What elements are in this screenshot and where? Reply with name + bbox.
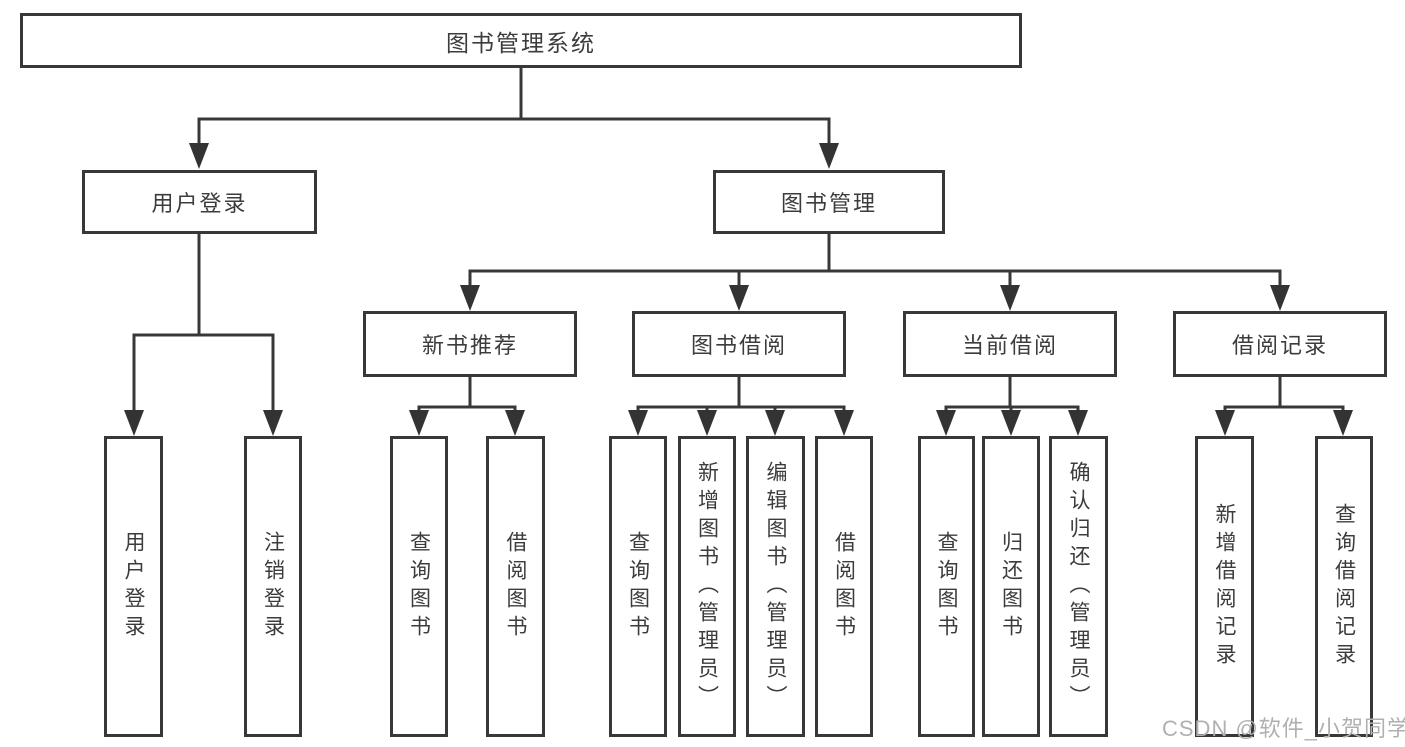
node-book-borrowing: 图书借阅 — [632, 311, 846, 377]
arrow-icon — [1270, 285, 1290, 311]
arrow-icon — [1215, 410, 1235, 436]
arrow-icon — [189, 143, 209, 169]
leaf-logout: 注销登录 — [244, 436, 302, 737]
leaf-label: 用户登录 — [122, 530, 145, 643]
leaf-label: 查询图书 — [935, 530, 958, 643]
leaf-add-books-admin: 新增图书（管理员） — [678, 436, 736, 737]
leaf-label: 新增借阅记录 — [1213, 502, 1236, 671]
arrow-icon — [1000, 285, 1020, 311]
leaf-label: 新增图书（管理员） — [695, 460, 719, 713]
arrow-icon — [460, 285, 480, 311]
arrow-icon — [729, 285, 749, 311]
connector-userlogin-rail — [132, 333, 275, 418]
leaf-confirm-return-admin: 确认归还（管理员） — [1049, 436, 1108, 737]
arrow-icon — [1068, 410, 1088, 436]
connector-bookborrow-rail — [636, 405, 846, 418]
arrow-icon — [263, 410, 283, 436]
leaf-label: 编辑图书（管理员） — [764, 460, 787, 713]
arrowheads — [124, 143, 1353, 436]
leaf-user-login: 用户登录 — [104, 436, 163, 737]
arrow-icon — [834, 410, 854, 436]
leaf-label: 查询借阅记录 — [1332, 502, 1356, 671]
leaf-query-books-current: 查询图书 — [918, 436, 975, 737]
leaf-label: 确认归还（管理员） — [1067, 460, 1090, 713]
arrow-icon — [697, 410, 717, 436]
node-library-management-system: 图书管理系统 — [20, 13, 1022, 68]
arrow-icon — [819, 143, 839, 169]
arrow-icon — [628, 410, 648, 436]
node-current-borrowing: 当前借阅 — [903, 311, 1117, 377]
csdn-watermark: CSDN @软件_小贺同学 — [1162, 716, 1405, 741]
leaf-add-borrow-record: 新增借阅记录 — [1195, 436, 1254, 737]
arrow-icon — [1333, 410, 1353, 436]
node-borrowing-records: 借阅记录 — [1173, 311, 1387, 377]
leaf-edit-books-admin: 编辑图书（管理员） — [746, 436, 805, 737]
leaf-query-books-recommend: 查询图书 — [390, 436, 448, 737]
leaf-return-books: 归还图书 — [982, 436, 1040, 737]
arrow-icon — [124, 410, 144, 436]
arrow-icon — [505, 410, 525, 436]
connector-records-rail — [1223, 405, 1345, 418]
leaf-label: 注销登录 — [261, 530, 285, 643]
leaf-label: 归还图书 — [999, 530, 1023, 643]
connector-level2-rail — [197, 117, 831, 150]
arrow-icon — [765, 410, 785, 436]
connector-newbook-rail — [417, 405, 517, 418]
leaf-label: 查询图书 — [407, 530, 431, 643]
leaf-borrow-books-recommend: 借阅图书 — [486, 436, 545, 737]
arrow-icon — [1001, 410, 1021, 436]
arrow-icon — [936, 410, 956, 436]
leaf-label: 借阅图书 — [504, 530, 527, 643]
leaf-borrow-books: 借阅图书 — [815, 436, 873, 737]
leaf-query-books-borrow: 查询图书 — [609, 436, 667, 737]
leaf-query-borrow-record: 查询借阅记录 — [1315, 436, 1373, 737]
leaf-label: 查询图书 — [626, 530, 650, 643]
connector-level3-rail — [468, 269, 1282, 293]
node-user-login: 用户登录 — [82, 170, 317, 234]
leaf-label: 借阅图书 — [832, 530, 856, 643]
node-new-book-recommendation: 新书推荐 — [363, 311, 577, 377]
node-book-management: 图书管理 — [713, 170, 945, 234]
arrow-icon — [409, 410, 429, 436]
